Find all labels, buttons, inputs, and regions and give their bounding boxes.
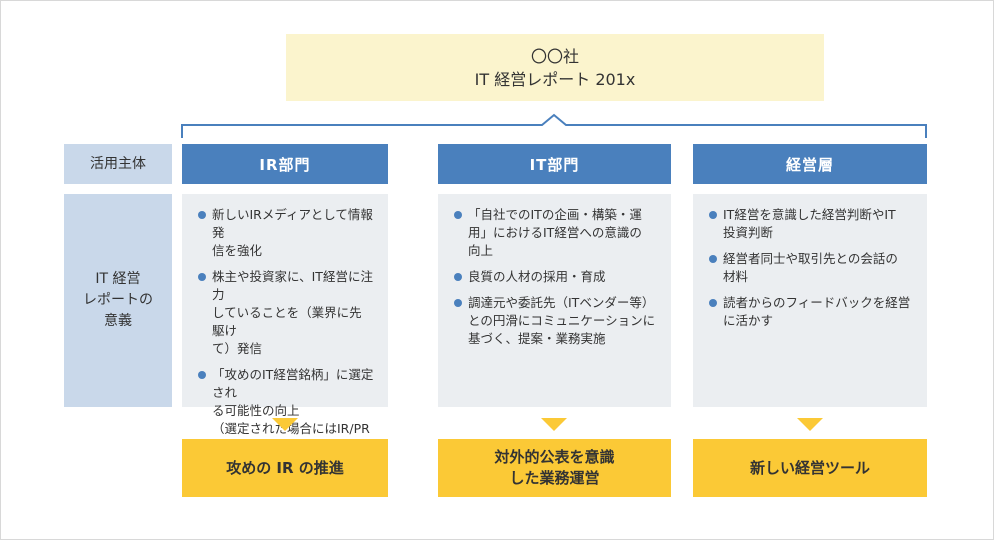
down-arrow-icon: [272, 418, 298, 431]
list-item: 株主や投資家に、IT経営に注力 していることを（業界に先駆け て）発信: [198, 268, 374, 358]
bullet-dot-icon: [709, 211, 717, 219]
bullet-dot-icon: [709, 255, 717, 263]
list-item: 新しいIRメディアとして情報発 信を強化: [198, 206, 374, 260]
bullet-dot-icon: [198, 273, 206, 281]
bullet-dot-icon: [198, 371, 206, 379]
column-body-it: 「自社でのITの企画・構築・運 用」におけるIT経営への意識の 向上 良質の人材…: [438, 194, 671, 407]
list-item: IT経営を意識した経営判断やIT 投資判断: [709, 206, 913, 242]
report-title-box: 〇〇社 IT 経営レポート 201x: [286, 34, 824, 101]
column-header-management: 経営層: [693, 144, 927, 184]
bullet-dot-icon: [198, 211, 206, 219]
down-arrow-icon: [541, 418, 567, 431]
grouping-bracket: [181, 113, 927, 138]
bullet-dot-icon: [454, 299, 462, 307]
column-body-ir: 新しいIRメディアとして情報発 信を強化 株主や投資家に、IT経営に注力 してい…: [182, 194, 388, 472]
column-body-management: IT経営を意識した経営判断やIT 投資判断 経営者同士や取引先との会話の 材料 …: [693, 194, 927, 407]
result-box-ir: 攻めの IR の推進: [182, 439, 388, 497]
row-label-significance-text: IT 経営 レポートの 意義: [83, 271, 153, 329]
list-item: 経営者同士や取引先との会話の 材料: [709, 250, 913, 286]
row-label-subject: 活用主体: [64, 144, 172, 184]
list-item: 「自社でのITの企画・構築・運 用」におけるIT経営への意識の 向上: [454, 206, 657, 260]
list-item: 良質の人材の採用・育成: [454, 268, 657, 286]
list-item: 調達元や委託先（ITベンダー等） との円滑にコミュニケーションに 基づく、提案・…: [454, 294, 657, 348]
bullet-dot-icon: [454, 211, 462, 219]
report-name: IT 経営レポート 201x: [474, 69, 636, 89]
down-arrow-icon: [797, 418, 823, 431]
bullet-dot-icon: [454, 273, 462, 281]
result-box-management: 新しい経営ツール: [693, 439, 927, 497]
result-box-it: 対外的公表を意識 した業務運営: [438, 439, 671, 497]
bullet-list: 「自社でのITの企画・構築・運 用」におけるIT経営への意識の 向上 良質の人材…: [454, 206, 657, 348]
company-name: 〇〇社: [530, 46, 579, 66]
bullet-dot-icon: [709, 299, 717, 307]
list-item: 読者からのフィードバックを経営 に活かす: [709, 294, 913, 330]
bullet-list: IT経営を意識した経営判断やIT 投資判断 経営者同士や取引先との会話の 材料 …: [709, 206, 913, 330]
bullet-list: 新しいIRメディアとして情報発 信を強化 株主や投資家に、IT経営に注力 してい…: [198, 206, 374, 474]
row-label-significance: IT 経営 レポートの 意義: [64, 194, 172, 407]
column-header-it: IT部門: [438, 144, 671, 184]
column-header-ir: IR部門: [182, 144, 388, 184]
